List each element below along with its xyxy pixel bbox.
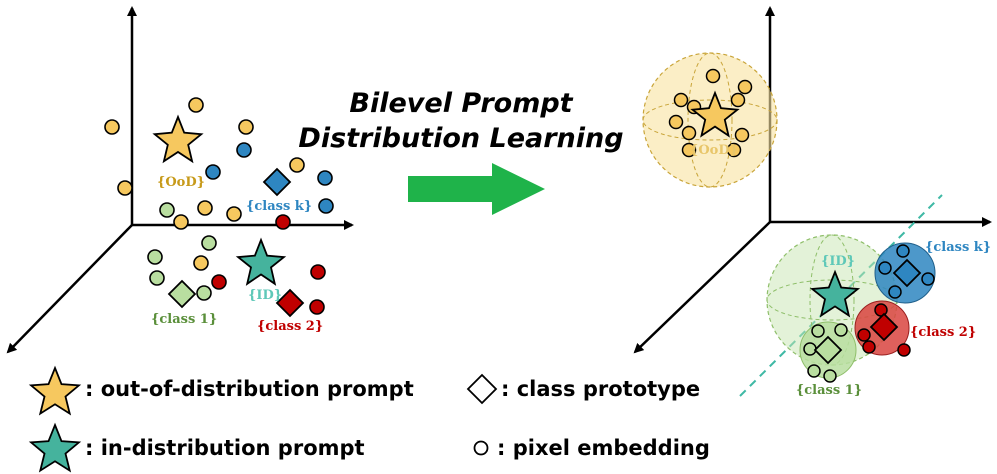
pixel-embedding-ood bbox=[226, 206, 242, 222]
pixel-embedding-ood bbox=[104, 119, 120, 135]
pixel-embedding-class-1 bbox=[147, 249, 163, 265]
pixel-embedding-ood bbox=[734, 127, 750, 143]
right-panel: {OoD} {class k} {class 2} bbox=[633, 6, 992, 398]
legend-ood-prompt-text: : out-of-distribution prompt bbox=[85, 377, 414, 401]
right-class-1-label: {class 1} bbox=[796, 383, 862, 398]
left-class-2-label: {class 2} bbox=[257, 319, 323, 334]
pixel-embedding-class-k bbox=[317, 170, 333, 186]
pixel-embedding-ood bbox=[188, 97, 204, 113]
legend-diamond-icon bbox=[466, 373, 498, 405]
left-points bbox=[104, 97, 334, 315]
legend-id-prompt-text: : in-distribution prompt bbox=[85, 436, 365, 460]
pixel-embedding-class-k bbox=[921, 272, 935, 286]
class-k-prototype-diamond-icon bbox=[892, 258, 922, 288]
pixel-embedding-ood bbox=[193, 255, 209, 271]
pixel-embedding-class-1 bbox=[807, 364, 821, 378]
title-line-1: Bilevel Prompt bbox=[349, 88, 573, 119]
pixel-embedding-ood bbox=[117, 180, 133, 196]
left-class-k-label: {class k} bbox=[246, 199, 312, 214]
pixel-embedding-class-k bbox=[318, 198, 334, 214]
ood-cluster-points bbox=[668, 68, 753, 158]
pixel-embedding-class-2 bbox=[309, 299, 325, 315]
class-2-prototype-diamond-icon bbox=[275, 288, 305, 318]
pixel-embedding-ood bbox=[681, 125, 697, 141]
right-class-k-label: {class k} bbox=[925, 240, 991, 255]
pixel-embedding-class-1 bbox=[823, 369, 837, 383]
legend: : out-of-distribution prompt : in-distri… bbox=[28, 365, 710, 473]
left-axis-y bbox=[6, 224, 133, 354]
pixel-embedding-class-k bbox=[205, 164, 221, 180]
pixel-embedding-class-k bbox=[878, 261, 892, 275]
pixel-embedding-ood bbox=[668, 114, 684, 130]
title-line-2: Distribution Learning bbox=[298, 123, 623, 154]
pixel-embedding-ood bbox=[681, 142, 697, 158]
pixel-embedding-class-k bbox=[236, 142, 252, 158]
pixel-embedding-class-2 bbox=[310, 264, 326, 280]
pixel-embedding-ood bbox=[289, 157, 305, 173]
pixel-embedding-ood bbox=[705, 68, 721, 84]
class-k-prototype-diamond-icon bbox=[262, 167, 292, 197]
pixel-embedding-class-k bbox=[896, 244, 910, 258]
left-class-1-label: {class 1} bbox=[151, 312, 217, 327]
pixel-embedding-class-1 bbox=[201, 235, 217, 251]
ood-prompt-star-icon bbox=[690, 90, 740, 138]
legend-circle-icon bbox=[473, 440, 489, 456]
pixel-embedding-class-1 bbox=[811, 324, 825, 338]
right-axis-y bbox=[633, 221, 771, 354]
pixel-embedding-class-2 bbox=[211, 274, 227, 290]
class-2-prototype-diamond-icon bbox=[869, 312, 899, 342]
pixel-embedding-ood bbox=[173, 214, 189, 230]
pixel-embedding-class-1 bbox=[159, 202, 175, 218]
pixel-embedding-class-k bbox=[888, 285, 902, 299]
pixel-embedding-class-2 bbox=[862, 340, 876, 354]
pixel-embedding-ood bbox=[238, 119, 254, 135]
id-prompt-star-icon bbox=[809, 269, 861, 318]
right-ood-label: {OoD} bbox=[690, 143, 738, 158]
class-2-cluster-points bbox=[857, 303, 911, 357]
pixel-embedding-ood bbox=[726, 142, 742, 158]
class-1-prototype-diamond-icon bbox=[813, 335, 843, 365]
left-id-label: {ID} bbox=[248, 288, 282, 303]
pixel-embedding-class-1 bbox=[149, 270, 165, 286]
class-1-cluster-points bbox=[803, 323, 848, 383]
pixel-embedding-ood bbox=[197, 200, 213, 216]
pixel-embedding-ood bbox=[673, 92, 689, 108]
pixel-embedding-ood bbox=[730, 92, 746, 108]
pixel-embedding-class-1 bbox=[196, 285, 212, 301]
legend-ood-star-icon bbox=[28, 365, 82, 416]
pixel-embedding-class-1 bbox=[834, 323, 848, 337]
ood-prompt-star-icon bbox=[152, 114, 204, 164]
class-1-prototype-diamond-icon bbox=[167, 279, 197, 309]
pixel-embedding-ood bbox=[737, 79, 753, 95]
right-class-2-label: {class 2} bbox=[910, 325, 976, 340]
right-id-label: {ID} bbox=[821, 254, 855, 269]
left-panel: {OoD} {class k} {ID} {class 1} {class 2} bbox=[6, 6, 354, 354]
pixel-embedding-class-1 bbox=[803, 342, 817, 356]
pixel-embedding-class-2 bbox=[857, 328, 871, 342]
legend-class-prototype-text: : class prototype bbox=[501, 377, 700, 401]
right-arrow-icon bbox=[408, 163, 545, 215]
class-k-cluster-points bbox=[878, 244, 935, 299]
pixel-embedding-class-2 bbox=[275, 214, 291, 230]
legend-id-star-icon bbox=[28, 422, 82, 473]
left-ood-label: {OoD} bbox=[157, 175, 205, 190]
pixel-embedding-class-2 bbox=[897, 343, 911, 357]
legend-pixel-embedding-text: : pixel embedding bbox=[497, 436, 710, 460]
id-prompt-star-icon bbox=[235, 237, 287, 286]
